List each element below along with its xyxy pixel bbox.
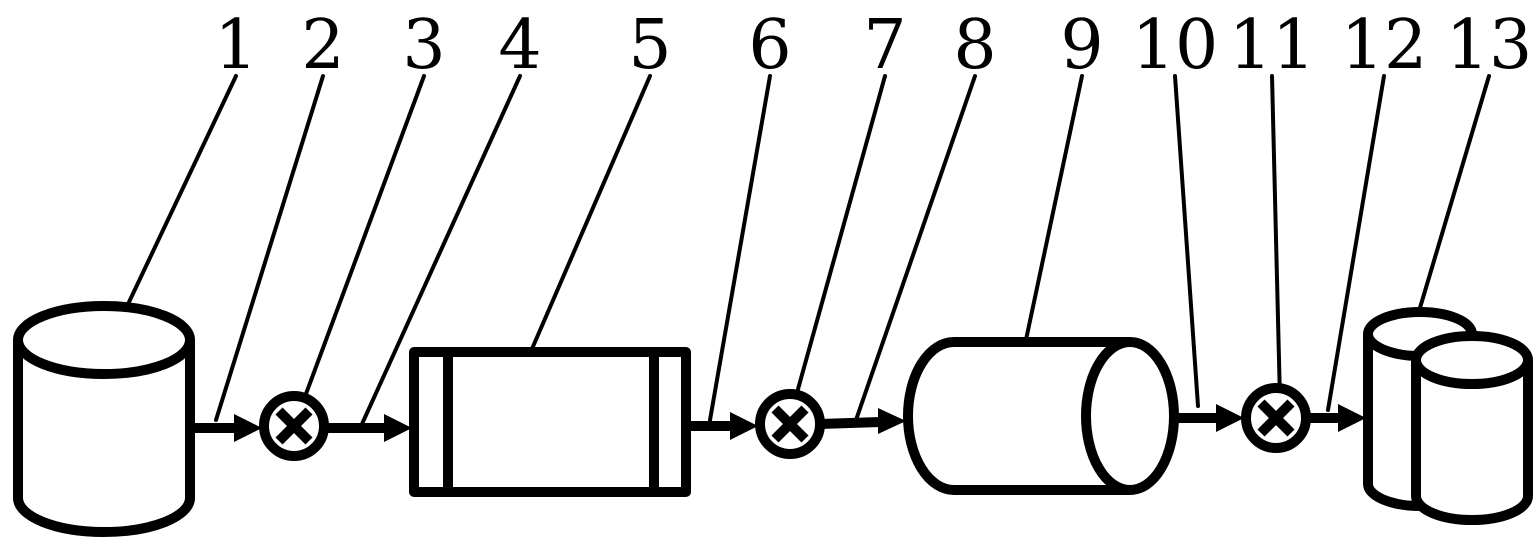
leader-13 [1412,74,1491,330]
pump-cross [771,405,809,443]
label-10: 10 [1132,6,1219,85]
front-tank-top [1411,331,1533,389]
pipe-10 [1174,404,1244,432]
arrow-head [878,408,906,434]
pipe-8 [819,408,906,434]
vessel-body [903,337,1130,495]
label-4: 4 [498,6,541,85]
leader-lines [110,74,1491,426]
pipe-4 [324,414,412,442]
arrow-head [1216,404,1244,432]
label-11: 11 [1229,6,1316,85]
pipe-6 [686,412,758,440]
pipe-2 [190,414,262,442]
label-2: 2 [301,6,344,85]
reference-numerals: 1 2 3 4 5 6 7 8 9 10 11 12 13 [214,6,1532,85]
leader-10 [1173,74,1200,408]
vessel-end [1081,337,1179,495]
pump-7 [755,389,825,459]
front-tank-body [1411,360,1533,525]
pipe-12 [1306,404,1366,432]
leader-7 [793,74,887,402]
leader-9 [1018,74,1084,370]
unit-body [409,347,691,497]
unit-5 [409,347,691,497]
pump-cross [275,407,313,445]
label-8: 8 [953,6,996,85]
arrow-head [730,412,758,440]
storage-tank-1 [13,301,195,537]
leader-11 [1270,74,1282,402]
arrow-head [384,414,412,442]
product-tanks-13 [1363,307,1533,525]
leader-5 [520,74,652,374]
label-9: 9 [1060,6,1103,85]
tank-body [13,340,195,537]
pump-3 [259,391,329,461]
arrow-head [1338,404,1366,432]
leader-3 [298,74,426,412]
leader-2 [214,74,325,422]
leader-6 [708,74,772,422]
label-12: 12 [1341,6,1428,85]
pump-cross [1257,399,1295,437]
label-6: 6 [748,6,791,85]
arrow-head [234,414,262,442]
leader-8 [854,74,977,422]
leader-12 [1326,74,1386,412]
leader-4 [360,74,522,426]
pump-11 [1241,383,1311,453]
vessel-9 [903,337,1179,495]
leader-1 [110,74,238,340]
label-5: 5 [628,6,671,85]
label-1: 1 [214,6,257,85]
label-13: 13 [1446,6,1533,85]
tank-top [13,301,195,379]
label-3: 3 [402,6,445,85]
label-7: 7 [863,6,906,85]
